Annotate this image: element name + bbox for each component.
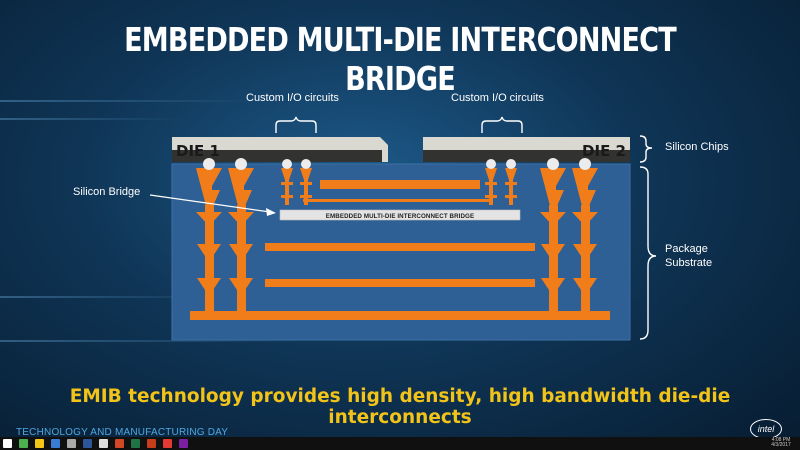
taskbar-app-icon[interactable] (51, 439, 60, 448)
silicon-bridge-label: Silicon Bridge (73, 186, 141, 198)
package-substrate-brace (639, 166, 657, 340)
windows-taskbar: 4:08 PM 4/3/2017 (0, 437, 800, 450)
custom-io-brace-left (275, 116, 317, 133)
light-streak (0, 296, 220, 298)
slide-title: EMBEDDED MULTI-DIE INTERCONNECT BRIDGE (124, 20, 677, 98)
taskbar-app-icon[interactable] (179, 439, 188, 448)
taskbar-app-icon[interactable] (115, 439, 124, 448)
solder-bumps (203, 158, 591, 170)
tagline: EMIB technology provides high density, h… (69, 386, 731, 428)
taskbar-app-icon[interactable] (83, 439, 92, 448)
substrate-trace (320, 180, 480, 189)
die-2-label: DIE 2 (582, 142, 626, 160)
bridge-pointer-line (149, 194, 271, 213)
package-label: Package (665, 243, 708, 255)
silicon-bridge (279, 209, 521, 221)
substrate-label: Substrate (665, 257, 713, 269)
start-icon[interactable] (3, 439, 12, 448)
taskbar-app-icon[interactable] (147, 439, 156, 448)
bridge-vias-left (281, 168, 493, 205)
taskbar-app-icon[interactable] (19, 439, 28, 448)
die-1-label: DIE 1 (176, 142, 220, 160)
intel-logo: intel (750, 419, 782, 439)
bridge-label: EMBEDDED MULTI-DIE INTERCONNECT BRIDGE (326, 213, 474, 220)
taskbar-app-icon[interactable] (99, 439, 108, 448)
clock-time: 4:08 PM (771, 437, 791, 443)
light-streak (0, 118, 180, 120)
footer-event-name: TECHNOLOGY AND MANUFACTURING DAY (16, 427, 229, 438)
bridge-pointer-arrowhead (266, 208, 276, 216)
taskbar-app-icon[interactable] (163, 439, 172, 448)
light-streak (0, 100, 260, 102)
die-1-underside (172, 150, 382, 162)
folder-icon[interactable] (35, 439, 44, 448)
silicon-chips-brace (639, 135, 653, 163)
clock-date: 4/3/2017 (771, 442, 791, 448)
light-streak (0, 340, 300, 342)
custom-io-brace-right (481, 116, 523, 133)
die-2-underside (423, 150, 630, 162)
taskbar-app-icon[interactable] (131, 439, 140, 448)
substrate-trace (265, 279, 535, 287)
left-via-stacks (196, 168, 254, 315)
silicon-chips-label: Silicon Chips (665, 141, 729, 153)
substrate-trace (265, 243, 535, 251)
taskbar-clock[interactable]: 4:08 PM 4/3/2017 (767, 438, 795, 448)
custom-io-label-left: Custom I/O circuits (246, 92, 339, 104)
custom-io-label-right: Custom I/O circuits (451, 92, 544, 104)
bridge-vias-right (485, 168, 517, 205)
right-via-stacks (540, 168, 598, 315)
taskbar-app-icon[interactable] (67, 439, 76, 448)
substrate-trace (190, 311, 610, 320)
